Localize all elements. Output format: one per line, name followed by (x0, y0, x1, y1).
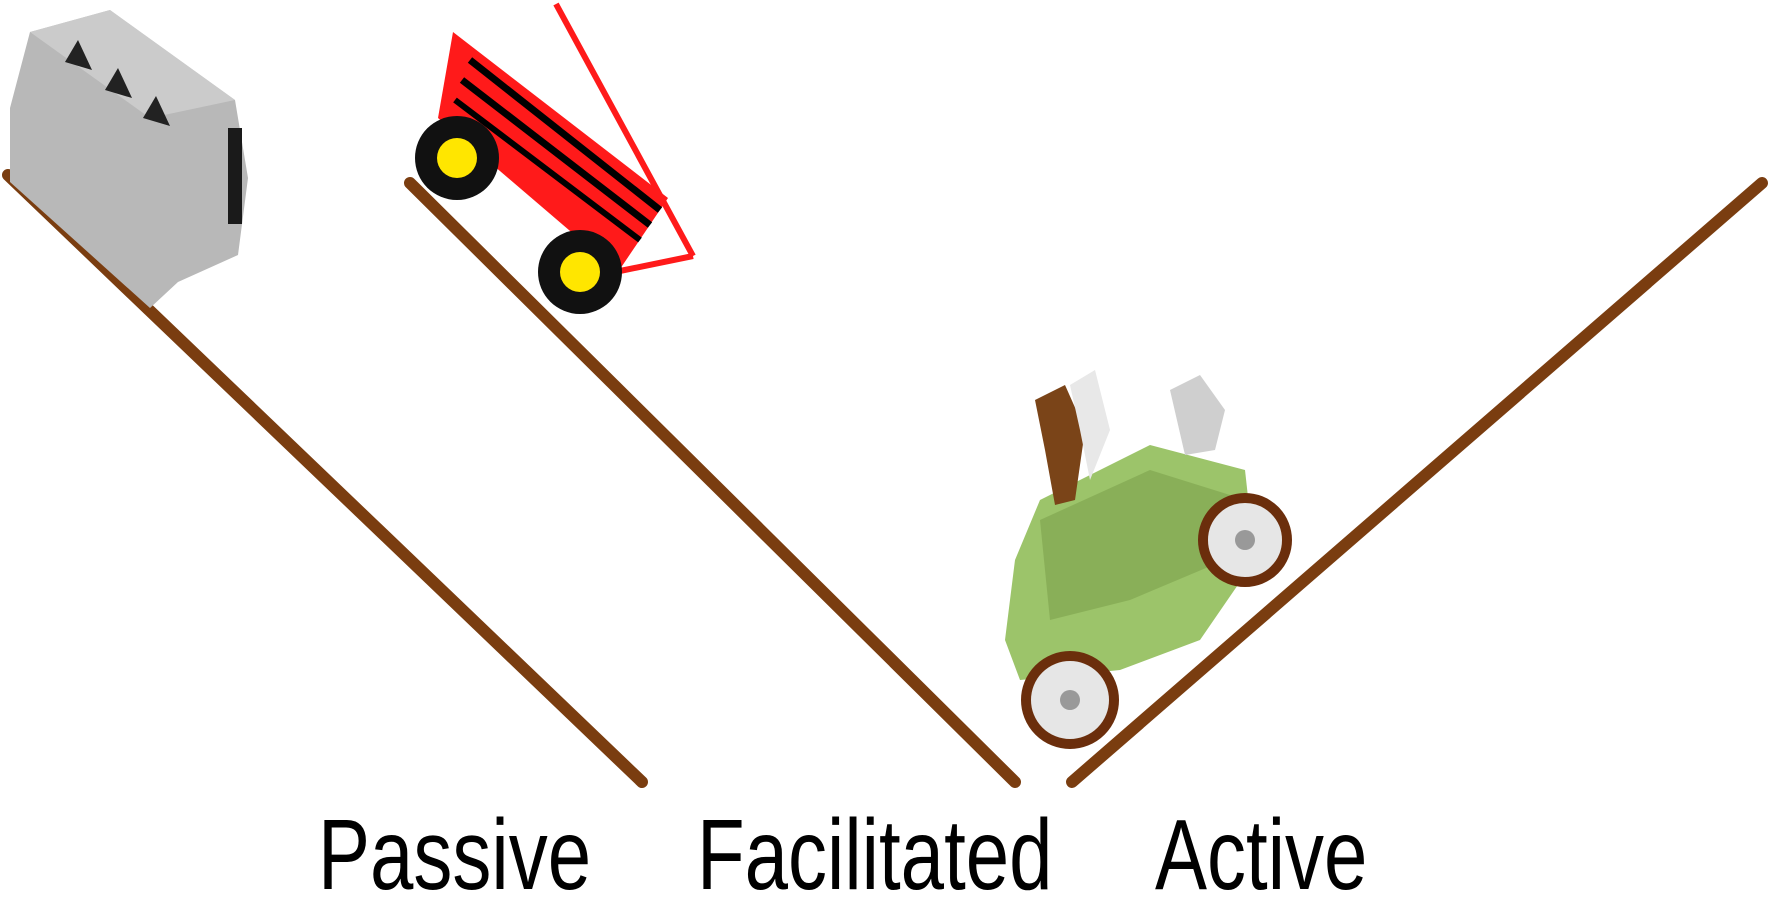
label-passive: Passive (318, 799, 592, 911)
label-active: Active (1155, 799, 1368, 911)
green-jalopy-car-icon (1005, 370, 1292, 749)
ramp-active (1066, 177, 1768, 788)
gray-box-icon (10, 10, 248, 308)
red-wagon-icon (415, 2, 696, 314)
label-facilitated: Facilitated (697, 799, 1053, 911)
ramp-passive (2, 169, 648, 788)
ramp-facilitated (404, 177, 1021, 788)
